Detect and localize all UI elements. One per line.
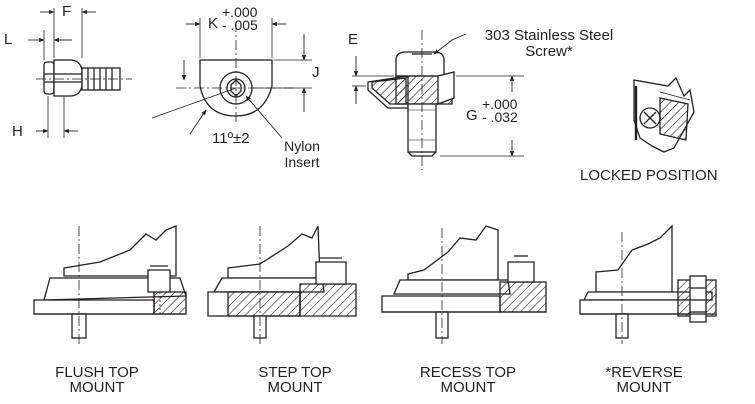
dim-g-label: G (466, 107, 478, 124)
mount-caption-reverse-line1: *REVERSE (605, 364, 683, 381)
dim-k-upper: +.000 (222, 4, 258, 20)
mount-caption-reverse-line2: MOUNT (616, 379, 672, 396)
fastener-section-view (352, 30, 524, 170)
dim-e-label: E (348, 31, 359, 48)
fastener-top-view (151, 18, 312, 139)
mount-caption-flush-line2: MOUNT (69, 379, 125, 396)
step-top-mount (207, 225, 357, 344)
locked-position-view (633, 76, 695, 153)
mount-caption-step: STEP TOP MOUNT (240, 365, 350, 395)
nylon-insert-line1: Nylon (284, 138, 320, 154)
angle-label: 11º±2 (212, 130, 250, 147)
dim-h-label: H (12, 123, 23, 140)
mount-caption-flush: FLUSH TOP MOUNT (42, 365, 152, 395)
reverse-mount (579, 224, 717, 344)
mount-caption-flush-line1: FLUSH TOP (55, 364, 139, 381)
mount-caption-step-line1: STEP TOP (258, 364, 332, 381)
recess-top-mount (381, 225, 547, 344)
screw-callout: 303 Stainless Steel Screw* (466, 28, 632, 60)
mount-caption-reverse: *REVERSE MOUNT (594, 365, 694, 395)
flush-top-mount (33, 225, 187, 344)
dim-g-upper: +.000 (482, 96, 518, 112)
mount-caption-recess-line1: RECESS TOP (419, 364, 517, 381)
locked-position-label: LOCKED POSITION (580, 167, 718, 184)
nylon-insert-callout: Nylon Insert (274, 138, 330, 170)
nylon-insert-line2: Insert (284, 154, 320, 170)
dim-k-tolerance: +.000 - .005 (222, 4, 258, 33)
dim-k-label: K (208, 15, 219, 32)
mount-caption-recess: RECESS TOP MOUNT (408, 365, 528, 395)
dim-k-lower: - .005 (222, 17, 258, 33)
dim-g-tolerance: +.000 - .032 (482, 96, 518, 125)
dim-g-lower: - .032 (482, 109, 518, 125)
mount-caption-recess-line2: MOUNT (440, 379, 496, 396)
dim-f-label: F (62, 3, 72, 20)
screw-line1: 303 Stainless Steel (484, 27, 614, 44)
dim-j-label: J (312, 64, 320, 81)
fastener-side-view (28, 8, 132, 138)
screw-line2: Screw* (525, 43, 573, 60)
dim-l-label: L (4, 31, 13, 48)
mount-caption-step-line2: MOUNT (267, 379, 323, 396)
